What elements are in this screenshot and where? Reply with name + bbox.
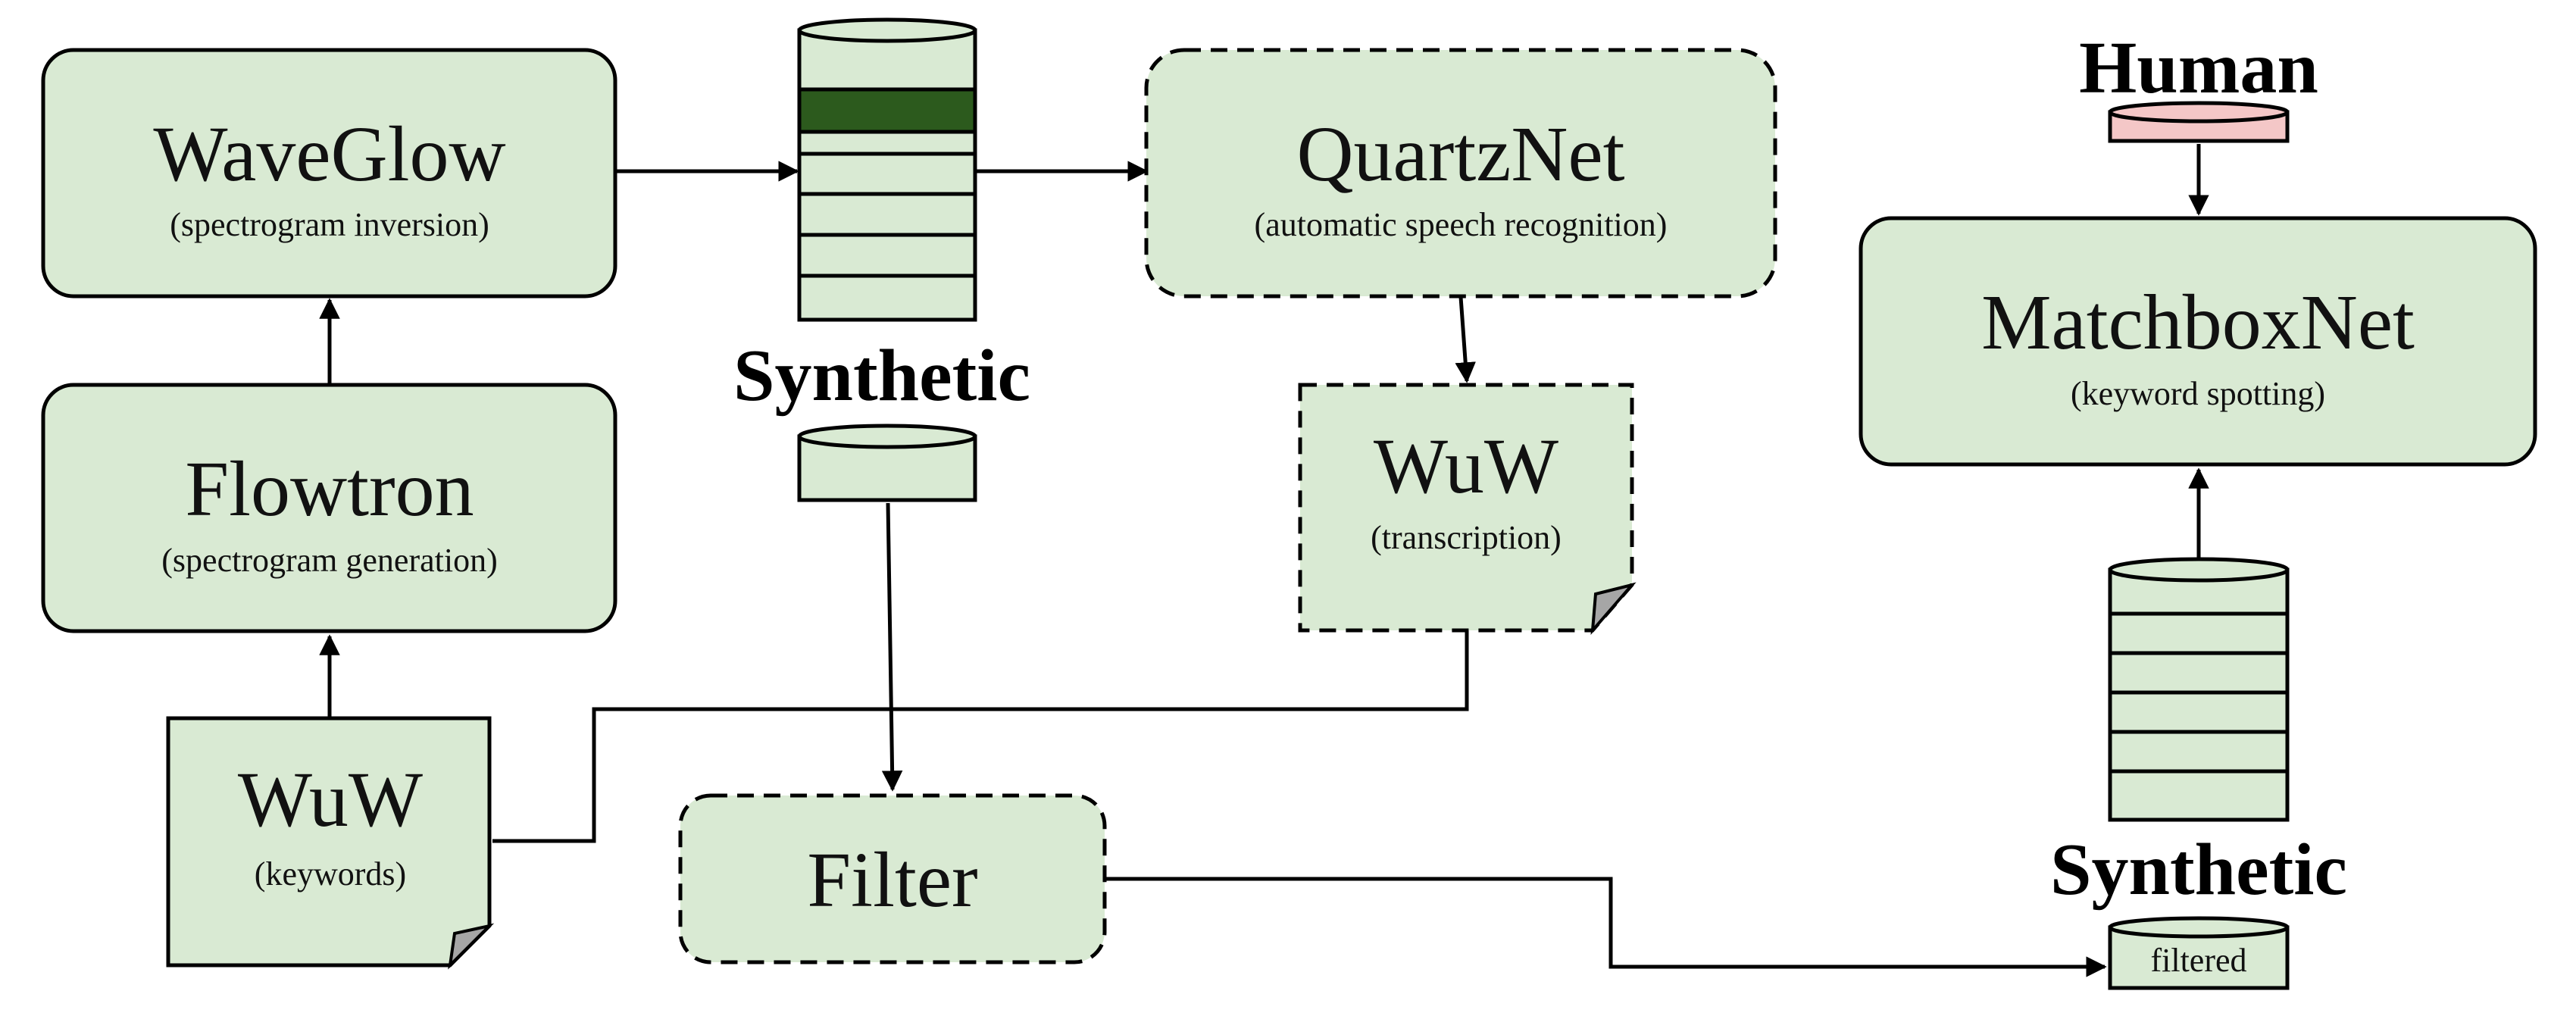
wuw-keywords-document: WuW (keywords)	[166, 716, 495, 970]
filtered-database: filtered	[2108, 916, 2290, 990]
human-database	[2108, 101, 2290, 143]
synthetic-small-database	[797, 424, 977, 502]
wuw-keywords-subtitle: (keywords)	[255, 855, 406, 893]
synthetic-database-top	[797, 17, 977, 322]
waveglow-title: WaveGlow	[153, 111, 505, 198]
wuw-transcription-document: WuW (transcription)	[1298, 383, 1637, 635]
filter-title: Filter	[807, 836, 977, 924]
arrow-quartznet-to-transcription	[1455, 296, 1476, 383]
wuw-transcription-subtitle: (transcription)	[1371, 519, 1562, 556]
waveglow-subtitle: (spectrogram inversion)	[170, 206, 489, 243]
matchboxnet-node: MatchboxNet (keyword spotting)	[1859, 216, 2537, 467]
flowtron-title: Flowtron	[185, 445, 474, 533]
wuw-transcription-title: WuW	[1374, 423, 1558, 510]
matchboxnet-title: MatchboxNet	[1981, 279, 2415, 366]
arrow-filter-to-filtered	[1105, 877, 2107, 977]
human-label: Human	[2079, 27, 2318, 109]
connector-keywords-to-transcription	[492, 630, 1469, 843]
synthetic-database-right	[2108, 557, 2290, 822]
flowtron-subtitle: (spectrogram generation)	[161, 542, 497, 579]
filter-node: Filter	[678, 793, 1107, 964]
synthetic-label-right: Synthetic	[2050, 829, 2347, 911]
quartznet-title: QuartzNet	[1296, 111, 1624, 198]
connectors	[319, 144, 2209, 977]
filtered-label: filtered	[2150, 942, 2246, 979]
flowtron-node: Flowtron (spectrogram generation)	[41, 383, 617, 633]
quartznet-subtitle: (automatic speech recognition)	[1255, 206, 1668, 243]
matchboxnet-subtitle: (keyword spotting)	[2071, 375, 2325, 412]
arrow-synthetic-small-to-filter	[881, 502, 903, 792]
waveglow-node: WaveGlow (spectrogram inversion)	[41, 48, 617, 299]
quartznet-node: QuartzNet (automatic speech recognition)	[1144, 48, 1777, 299]
wuw-keywords-title: WuW	[238, 756, 423, 843]
synthetic-label-top: Synthetic	[733, 335, 1030, 417]
